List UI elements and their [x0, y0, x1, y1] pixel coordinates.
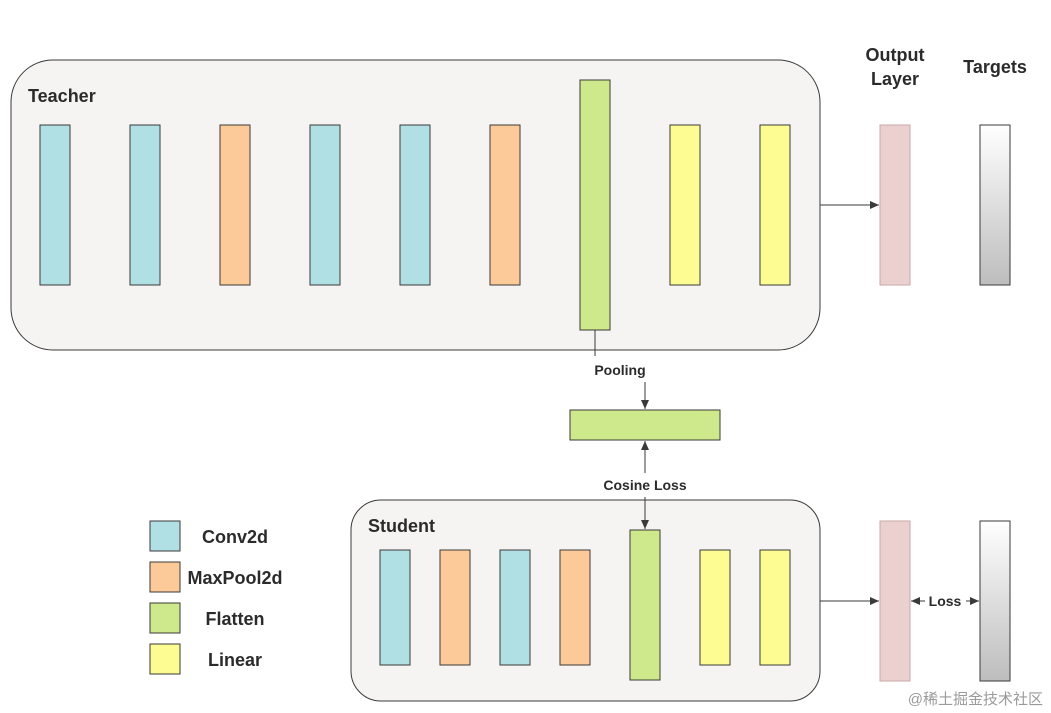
teacher-title: Teacher [28, 86, 96, 106]
student-conv2d-layer [499, 549, 531, 666]
legend-swatch-flatten [149, 602, 181, 634]
teacher-linear-layer [669, 124, 701, 286]
student-target [979, 520, 1011, 682]
student-layers [379, 529, 791, 681]
teacher-flatten-layer [579, 79, 611, 331]
loss-label: Loss [929, 593, 962, 609]
student-output-layer [879, 520, 911, 682]
legend-swatch-linear [149, 643, 181, 675]
student-maxpool2d-layer [439, 549, 471, 666]
teacher-conv2d-layer [399, 124, 431, 286]
legend-label-conv2d: Conv2d [202, 527, 268, 547]
watermark: @稀土掘金技术社区 [908, 691, 1043, 708]
pooled-flatten-layer [569, 409, 721, 441]
teacher-target [979, 124, 1011, 286]
student-linear-layer [759, 549, 791, 666]
teacher-maxpool2d-layer [489, 124, 521, 286]
student-flatten-layer [629, 529, 661, 681]
teacher-conv2d-layer [129, 124, 161, 286]
student-linear-layer [699, 549, 731, 666]
student-conv2d-layer [379, 549, 411, 666]
student-title: Student [368, 516, 435, 536]
legend-swatch-maxpool2d [149, 561, 181, 593]
cosine-loss-label: Cosine Loss [603, 477, 686, 493]
teacher-conv2d-layer [39, 124, 71, 286]
teacher-layers [39, 79, 791, 331]
teacher-linear-layer [759, 124, 791, 286]
legend-label-flatten: Flatten [205, 609, 264, 629]
legend-label-maxpool2d: MaxPool2d [187, 568, 282, 588]
teacher-conv2d-layer [309, 124, 341, 286]
output-layer-header-line2: Layer [871, 69, 919, 89]
legend-label-linear: Linear [208, 650, 262, 670]
student-maxpool2d-layer [559, 549, 591, 666]
legend-swatch-conv2d [149, 520, 181, 552]
output-layer-header-line1: Output [866, 45, 925, 65]
targets-header: Targets [963, 57, 1027, 77]
teacher-output-layer [879, 124, 911, 286]
teacher-maxpool2d-layer [219, 124, 251, 286]
pooling-label: Pooling [594, 362, 645, 378]
